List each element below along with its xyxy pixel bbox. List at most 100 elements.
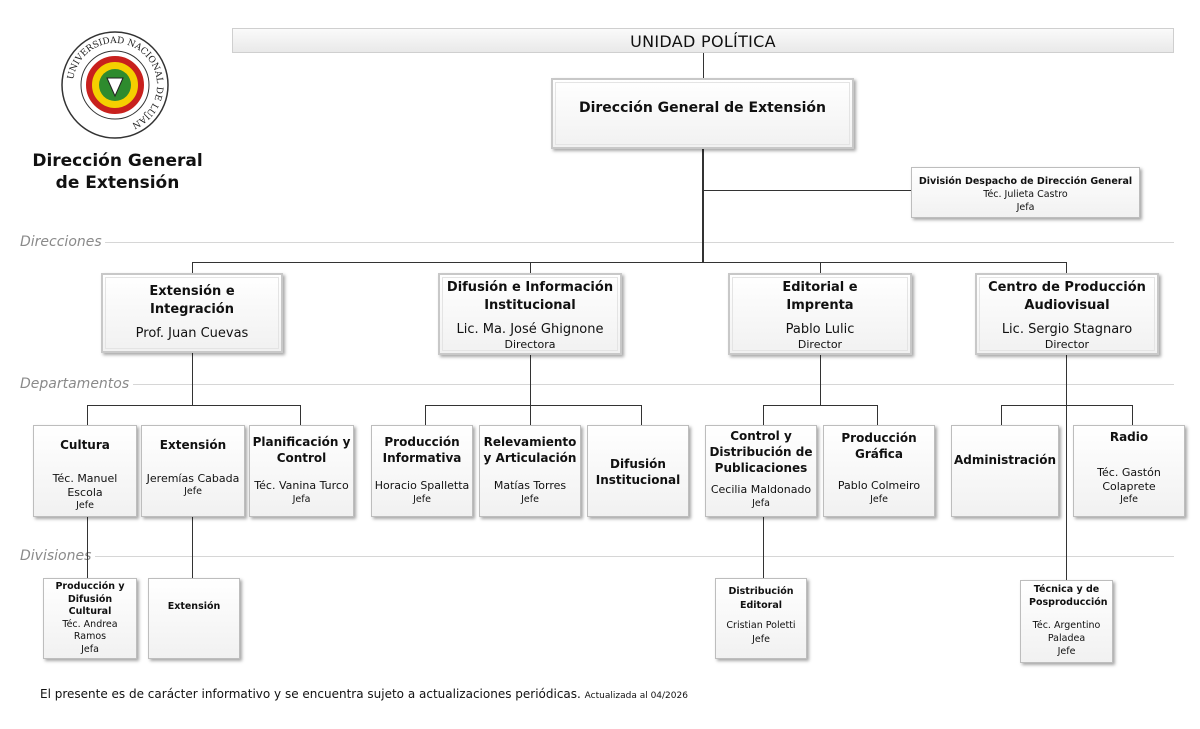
connector (1066, 354, 1067, 580)
box-title: Cultura (60, 438, 110, 452)
box-name: Téc. Julieta Castro (983, 189, 1068, 200)
side-title-line1: Dirección General (32, 151, 203, 171)
footer-updated: Actualizada al 04/2026 (584, 691, 688, 701)
box-role: Jefa (81, 643, 99, 655)
level-label-divisiones: Divisiones (20, 548, 92, 564)
box-role: Jefe (752, 634, 770, 645)
box-depto-extension[interactable]: Extensión Jeremías Cabada Jefe (141, 425, 245, 517)
connector (300, 405, 301, 426)
connector (87, 516, 88, 578)
box-role: Jefa (292, 494, 311, 505)
box-role: Director (1044, 338, 1090, 351)
connector (703, 53, 704, 78)
box-title: División Despacho de Dirección General (918, 176, 1133, 187)
connector (1001, 405, 1002, 426)
box-name: Pablo Colmeiro (837, 479, 921, 492)
box-depto-cultura[interactable]: Cultura Téc. Manuel Escola Jefe (33, 425, 137, 517)
university-logo: UNIVERSIDAD NACIONAL DE LUJAN (61, 31, 169, 139)
connector (530, 354, 531, 426)
box-depto-relevamiento[interactable]: Relevamiento y Articulación Matías Torre… (479, 425, 581, 517)
footer-note: El presente es de carácter informativo y… (40, 687, 688, 701)
box-title: Relevamiento y Articulación (483, 435, 577, 465)
box-title: Planificación y Control (252, 435, 351, 465)
connector (87, 405, 88, 426)
box-div-tecnica-posproduccion[interactable]: Técnica y de Posproducción Téc. Argentin… (1020, 580, 1113, 663)
connector (192, 352, 193, 405)
box-title: Difusión Institucional (595, 457, 681, 487)
connector (1066, 262, 1067, 274)
box-div-distribucion-editoral[interactable]: Distribución Editoral Cristian Poletti J… (715, 578, 807, 659)
connector (763, 517, 764, 578)
box-name: Cristian Poletti (726, 620, 796, 631)
level-separator (105, 242, 1174, 243)
box-role: Jefe (76, 500, 94, 511)
box-name: Matías Torres (493, 479, 567, 492)
box-role: Director (797, 338, 843, 351)
box-title: Producción Informativa (382, 435, 462, 465)
box-name: Pablo Lulic (785, 322, 855, 337)
box-name: Téc. Gastón Colaprete (1097, 466, 1161, 493)
footer-text: El presente es de carácter informativo y… (40, 687, 581, 701)
level-separator (95, 556, 1174, 557)
box-title: Radio (1109, 430, 1149, 444)
box-title: Dirección General de Extensión (578, 100, 826, 116)
box-role: Jefe (184, 486, 202, 497)
box-role: Jefa (752, 498, 770, 509)
connector (87, 405, 300, 406)
connector (877, 405, 878, 426)
box-role: Jefa (1016, 202, 1035, 213)
box-depto-administracion[interactable]: Administración (951, 425, 1059, 517)
box-title: Técnica y de Posproducción (1029, 584, 1108, 608)
box-name: Téc. Vanina Turco (254, 479, 349, 492)
connector (425, 405, 641, 406)
box-title: Extensión (167, 601, 221, 612)
box-direccion-extension-integracion[interactable]: Extensión e Integración Prof. Juan Cueva… (101, 273, 283, 353)
level-label-direcciones: Direcciones (20, 234, 102, 250)
box-name: Jeremías Cabada (146, 472, 240, 485)
box-direccion-difusion[interactable]: Difusión e Información Institucional Lic… (438, 273, 622, 355)
box-direccion-general[interactable]: Dirección General de Extensión (551, 78, 854, 149)
box-direccion-audiovisual[interactable]: Centro de Producción Audiovisual Lic. Se… (975, 273, 1159, 355)
box-role: Jefe (521, 494, 539, 505)
box-title: Centro de Producción Audiovisual (988, 280, 1146, 313)
box-division-despacho[interactable]: División Despacho de Dirección General T… (911, 167, 1140, 218)
box-div-produccion-difusion-cultural[interactable]: Producción y Difusión Cultural Téc. Andr… (43, 578, 137, 659)
box-depto-produccion-grafica[interactable]: Producción Gráfica Pablo Colmeiro Jefe (823, 425, 935, 517)
box-name: Horacio Spalletta (374, 479, 470, 492)
unidad-politica-bar[interactable]: UNIDAD POLÍTICA (232, 28, 1174, 53)
connector (192, 262, 193, 274)
side-title: Dirección General de Extensión (20, 150, 215, 194)
box-depto-difusion-institucional[interactable]: Difusión Institucional (587, 425, 689, 517)
connector (820, 262, 821, 274)
box-title: Editorial e Imprenta (782, 280, 858, 313)
box-title: Administración (953, 453, 1057, 467)
side-title-line2: de Extensión (55, 173, 180, 193)
box-role: Jefe (1120, 494, 1138, 505)
box-name: Téc. Andrea Ramos (62, 618, 118, 643)
box-name: Lic. Sergio Stagnaro (1001, 322, 1133, 337)
connector (192, 516, 193, 578)
box-role: Jefe (870, 494, 888, 505)
box-depto-radio[interactable]: Radio Téc. Gastón Colaprete Jefe (1073, 425, 1185, 517)
connector (192, 262, 1067, 263)
box-depto-control-distribucion[interactable]: Control y Distribución de Publicaciones … (705, 425, 817, 517)
connector (641, 405, 642, 426)
box-title: Producción y Difusión Cultural (55, 581, 125, 617)
box-title: Control y Distribución de Publicaciones (709, 429, 813, 475)
box-name: Cecilia Maldonado (710, 483, 812, 496)
box-name: Téc. Argentino Paladea (1032, 620, 1101, 644)
box-direccion-editorial[interactable]: Editorial e Imprenta Pablo Lulic Directo… (728, 273, 912, 355)
connector (1001, 405, 1133, 406)
box-depto-produccion-informativa[interactable]: Producción Informativa Horacio Spalletta… (371, 425, 473, 517)
box-name: Téc. Manuel Escola (52, 472, 118, 499)
box-div-extension[interactable]: Extensión (148, 578, 240, 659)
connector (530, 262, 531, 274)
box-title: Difusión e Información Institucional (446, 280, 614, 313)
connector (1132, 405, 1133, 426)
connector (702, 148, 704, 263)
connector (763, 405, 878, 406)
connector (704, 190, 911, 191)
level-label-departamentos: Departamentos (20, 376, 130, 392)
box-depto-planificacion[interactable]: Planificación y Control Téc. Vanina Turc… (249, 425, 354, 517)
level-separator (133, 384, 1174, 385)
